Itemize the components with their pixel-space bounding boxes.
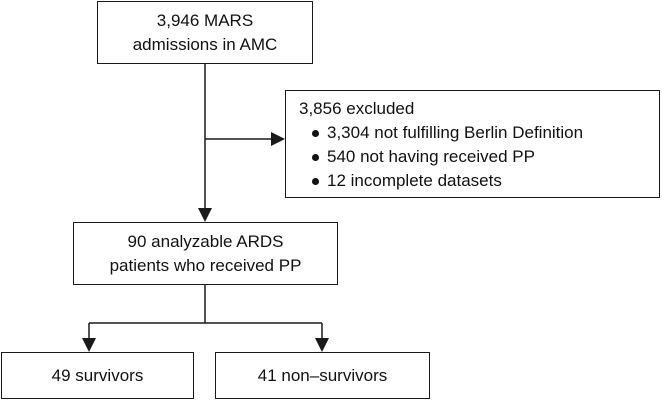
bullet-icon <box>312 177 319 185</box>
bullet-icon <box>312 153 319 161</box>
arrow-to-excluded <box>271 132 285 146</box>
analyzable-line2: patients who received PP <box>109 255 302 275</box>
exclusion-reasons-list: 3,304 not fulfilling Berlin Definition 5… <box>299 121 659 193</box>
list-item: 12 incomplete datasets <box>312 169 659 193</box>
exclusion-reason-text: 3,304 not fulfilling Berlin Definition <box>327 123 584 142</box>
non-survivors-label: 41 non–survivors <box>257 365 388 385</box>
non-survivors-box: 41 non–survivors <box>215 352 430 399</box>
excluded-title: 3,856 excluded <box>299 99 415 118</box>
arrow-to-analyzable <box>198 208 212 222</box>
admissions-line2: admissions in AMC <box>132 34 278 54</box>
survivors-label: 49 survivors <box>51 365 144 385</box>
arrow-to-survivors <box>82 338 96 352</box>
arrow-to-non-survivors <box>315 338 329 352</box>
excluded-box: 3,856 excluded 3,304 not fulfilling Berl… <box>285 90 660 198</box>
exclusion-reason-text: 12 incomplete datasets <box>327 171 502 190</box>
survivors-box: 49 survivors <box>1 352 194 399</box>
bullet-icon <box>312 129 319 137</box>
admissions-box: 3,946 MARS admissions in AMC <box>97 1 313 64</box>
admissions-line1: 3,946 MARS <box>156 10 254 30</box>
list-item: 3,304 not fulfilling Berlin Definition <box>312 121 659 145</box>
list-item: 540 not having received PP <box>312 145 659 169</box>
analyzable-line1: 90 analyzable ARDS <box>127 231 284 251</box>
exclusion-reason-text: 540 not having received PP <box>327 147 535 166</box>
analyzable-box: 90 analyzable ARDS patients who received… <box>73 222 338 285</box>
